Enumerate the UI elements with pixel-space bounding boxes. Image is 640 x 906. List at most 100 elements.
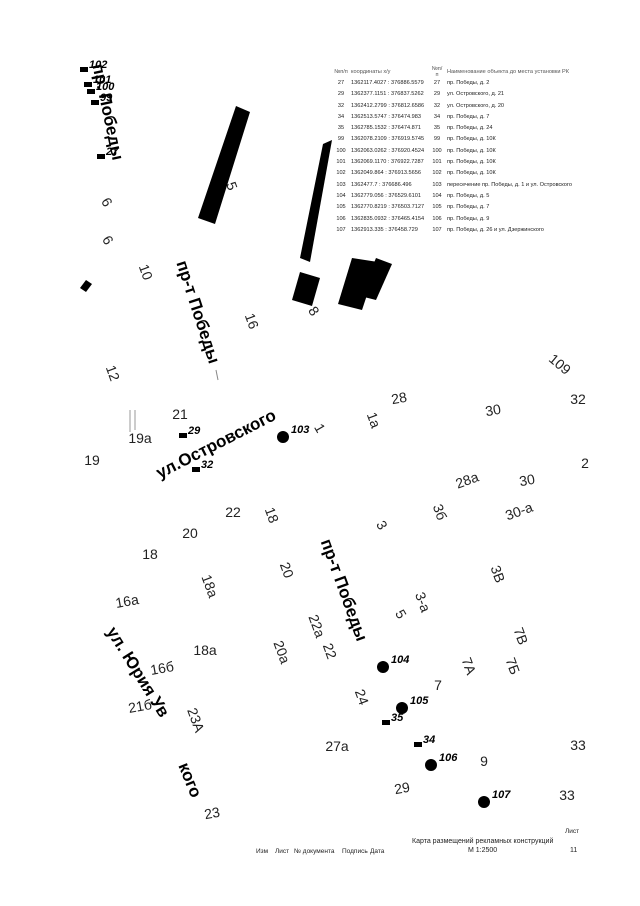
table-cell: 1362412.2799 : 376812.6586 xyxy=(351,102,425,109)
marker-label: 32 xyxy=(201,459,214,471)
table-cell: пр. Победы, д. 10К xyxy=(447,147,496,154)
table-cell: 1362377.1151 : 376837.5262 xyxy=(351,91,424,98)
house-number: 18 xyxy=(142,546,158,562)
table-cell: пр. Победы, д. 24 xyxy=(447,125,493,132)
marker-label: 102 xyxy=(89,59,108,71)
table-cell: 1362477.7 : 376686.496 xyxy=(351,181,412,188)
marker-label: 27 xyxy=(106,146,119,158)
header-cell: координаты х/у xyxy=(351,68,391,75)
coordinates-table: №п/п координаты х/у №п/п Наименование об… xyxy=(334,66,618,235)
table-cell: 105 xyxy=(432,204,442,211)
house-number: 19а xyxy=(128,430,152,446)
building xyxy=(300,140,332,262)
table-cell: 107 xyxy=(432,226,442,233)
marker-label: 104 xyxy=(391,654,410,666)
table-cell: 107 xyxy=(336,226,346,233)
table-cell: 1362770.8219 : 376503.7127 xyxy=(351,204,425,211)
house-number: 18а xyxy=(193,642,217,658)
table-cell: 106 xyxy=(336,215,346,222)
marker-label: 107 xyxy=(492,789,511,801)
house-number: 22 xyxy=(225,504,241,520)
house-number: 9 xyxy=(480,753,488,769)
building xyxy=(198,106,250,224)
house-number: 20 xyxy=(182,525,198,541)
table-cell: ул. Островского, д. 20 xyxy=(447,102,505,109)
table-cell: 1362913.335 : 376458.729 xyxy=(351,226,418,233)
map-line xyxy=(215,369,219,381)
stamp-cell: № документа xyxy=(294,848,335,855)
table-cell: пр. Победы, д. 26 и ул. Дзержинского xyxy=(447,226,544,233)
marker-dot xyxy=(396,702,408,714)
table-cell: 106 xyxy=(432,215,442,222)
marker-square xyxy=(179,433,187,438)
house-number: 23 xyxy=(202,803,222,823)
table-cell: 101 xyxy=(336,159,346,166)
table-cell: пр. Победы, д. 10К xyxy=(447,136,496,143)
building xyxy=(338,258,378,310)
house-number: 16а xyxy=(114,591,140,611)
house-number: 7 xyxy=(434,677,442,693)
table-cell: пр. Победы, д. 5 xyxy=(447,192,490,199)
marker-dot xyxy=(377,661,389,673)
marker-label: 99 xyxy=(100,92,113,104)
stamp-cell: Дата xyxy=(370,848,385,855)
house-number: 30 xyxy=(483,400,503,420)
table-cell: 35 xyxy=(433,125,441,132)
house-number: 2 xyxy=(581,455,589,471)
marker-label: 29 xyxy=(188,425,201,437)
table-cell: пр. Победы, д. 10К xyxy=(447,170,496,177)
marker-label: 105 xyxy=(410,695,429,707)
table-row: 32 1362412.2799 : 376812.6586 32 ул. Остров… xyxy=(334,100,618,111)
house-number: 27а xyxy=(325,738,349,754)
table-cell: 99 xyxy=(433,136,441,143)
building xyxy=(292,272,320,306)
header-cell: Наименование объекта до места установки … xyxy=(447,68,570,75)
marker-square xyxy=(97,154,105,159)
table-cell: пр. Победы, д. 2 xyxy=(447,79,490,86)
table-cell: 99 xyxy=(337,136,345,143)
building xyxy=(80,280,92,292)
table-cell: 100 xyxy=(336,147,346,154)
table-cell: пр. Победы, д. 10К xyxy=(447,159,496,166)
house-number: 30 xyxy=(517,470,537,490)
marker-label: 100 xyxy=(96,81,115,93)
house-number: 28 xyxy=(389,388,409,408)
table-cell: 103 xyxy=(432,181,442,188)
table-cell: пр. Победы, д. 7 xyxy=(447,204,490,211)
table-cell: 1362049.864 : 376913.5656 xyxy=(351,170,421,177)
marker-label: 35 xyxy=(391,712,404,724)
marker-label: 106 xyxy=(439,752,458,764)
marker-label: 103 xyxy=(291,424,310,436)
table-cell: 104 xyxy=(432,192,442,199)
table-cell: 1362785.1532 : 376474.871 xyxy=(351,125,421,132)
table-cell: пр. Победы, д. 9 xyxy=(447,215,490,222)
house-number: 21б xyxy=(126,696,154,716)
table-cell: 34 xyxy=(433,113,441,120)
header-cell: №п/п xyxy=(334,68,348,75)
table-cell: 32 xyxy=(433,102,441,109)
table-cell: 35 xyxy=(337,125,345,132)
table-cell: 1362513.5747 : 376474.983 xyxy=(351,113,421,120)
table-cell: 32 xyxy=(337,102,345,109)
table-cell: пр. Победы, д. 7 xyxy=(447,113,490,120)
marker-dot xyxy=(425,759,437,771)
house-number: 21 xyxy=(172,406,188,422)
sheet-number: 11 xyxy=(570,847,578,854)
table-cell: 104 xyxy=(336,192,346,199)
house-number: 32 xyxy=(570,391,586,407)
table-row: 105 1362770.8219 : 376503.7127 105 пр. Побе… xyxy=(334,202,618,213)
scale-label: М 1:2500 xyxy=(468,847,498,854)
marker-square xyxy=(91,100,99,105)
table-cell: 105 xyxy=(336,204,346,211)
house-number: 33 xyxy=(559,787,575,803)
